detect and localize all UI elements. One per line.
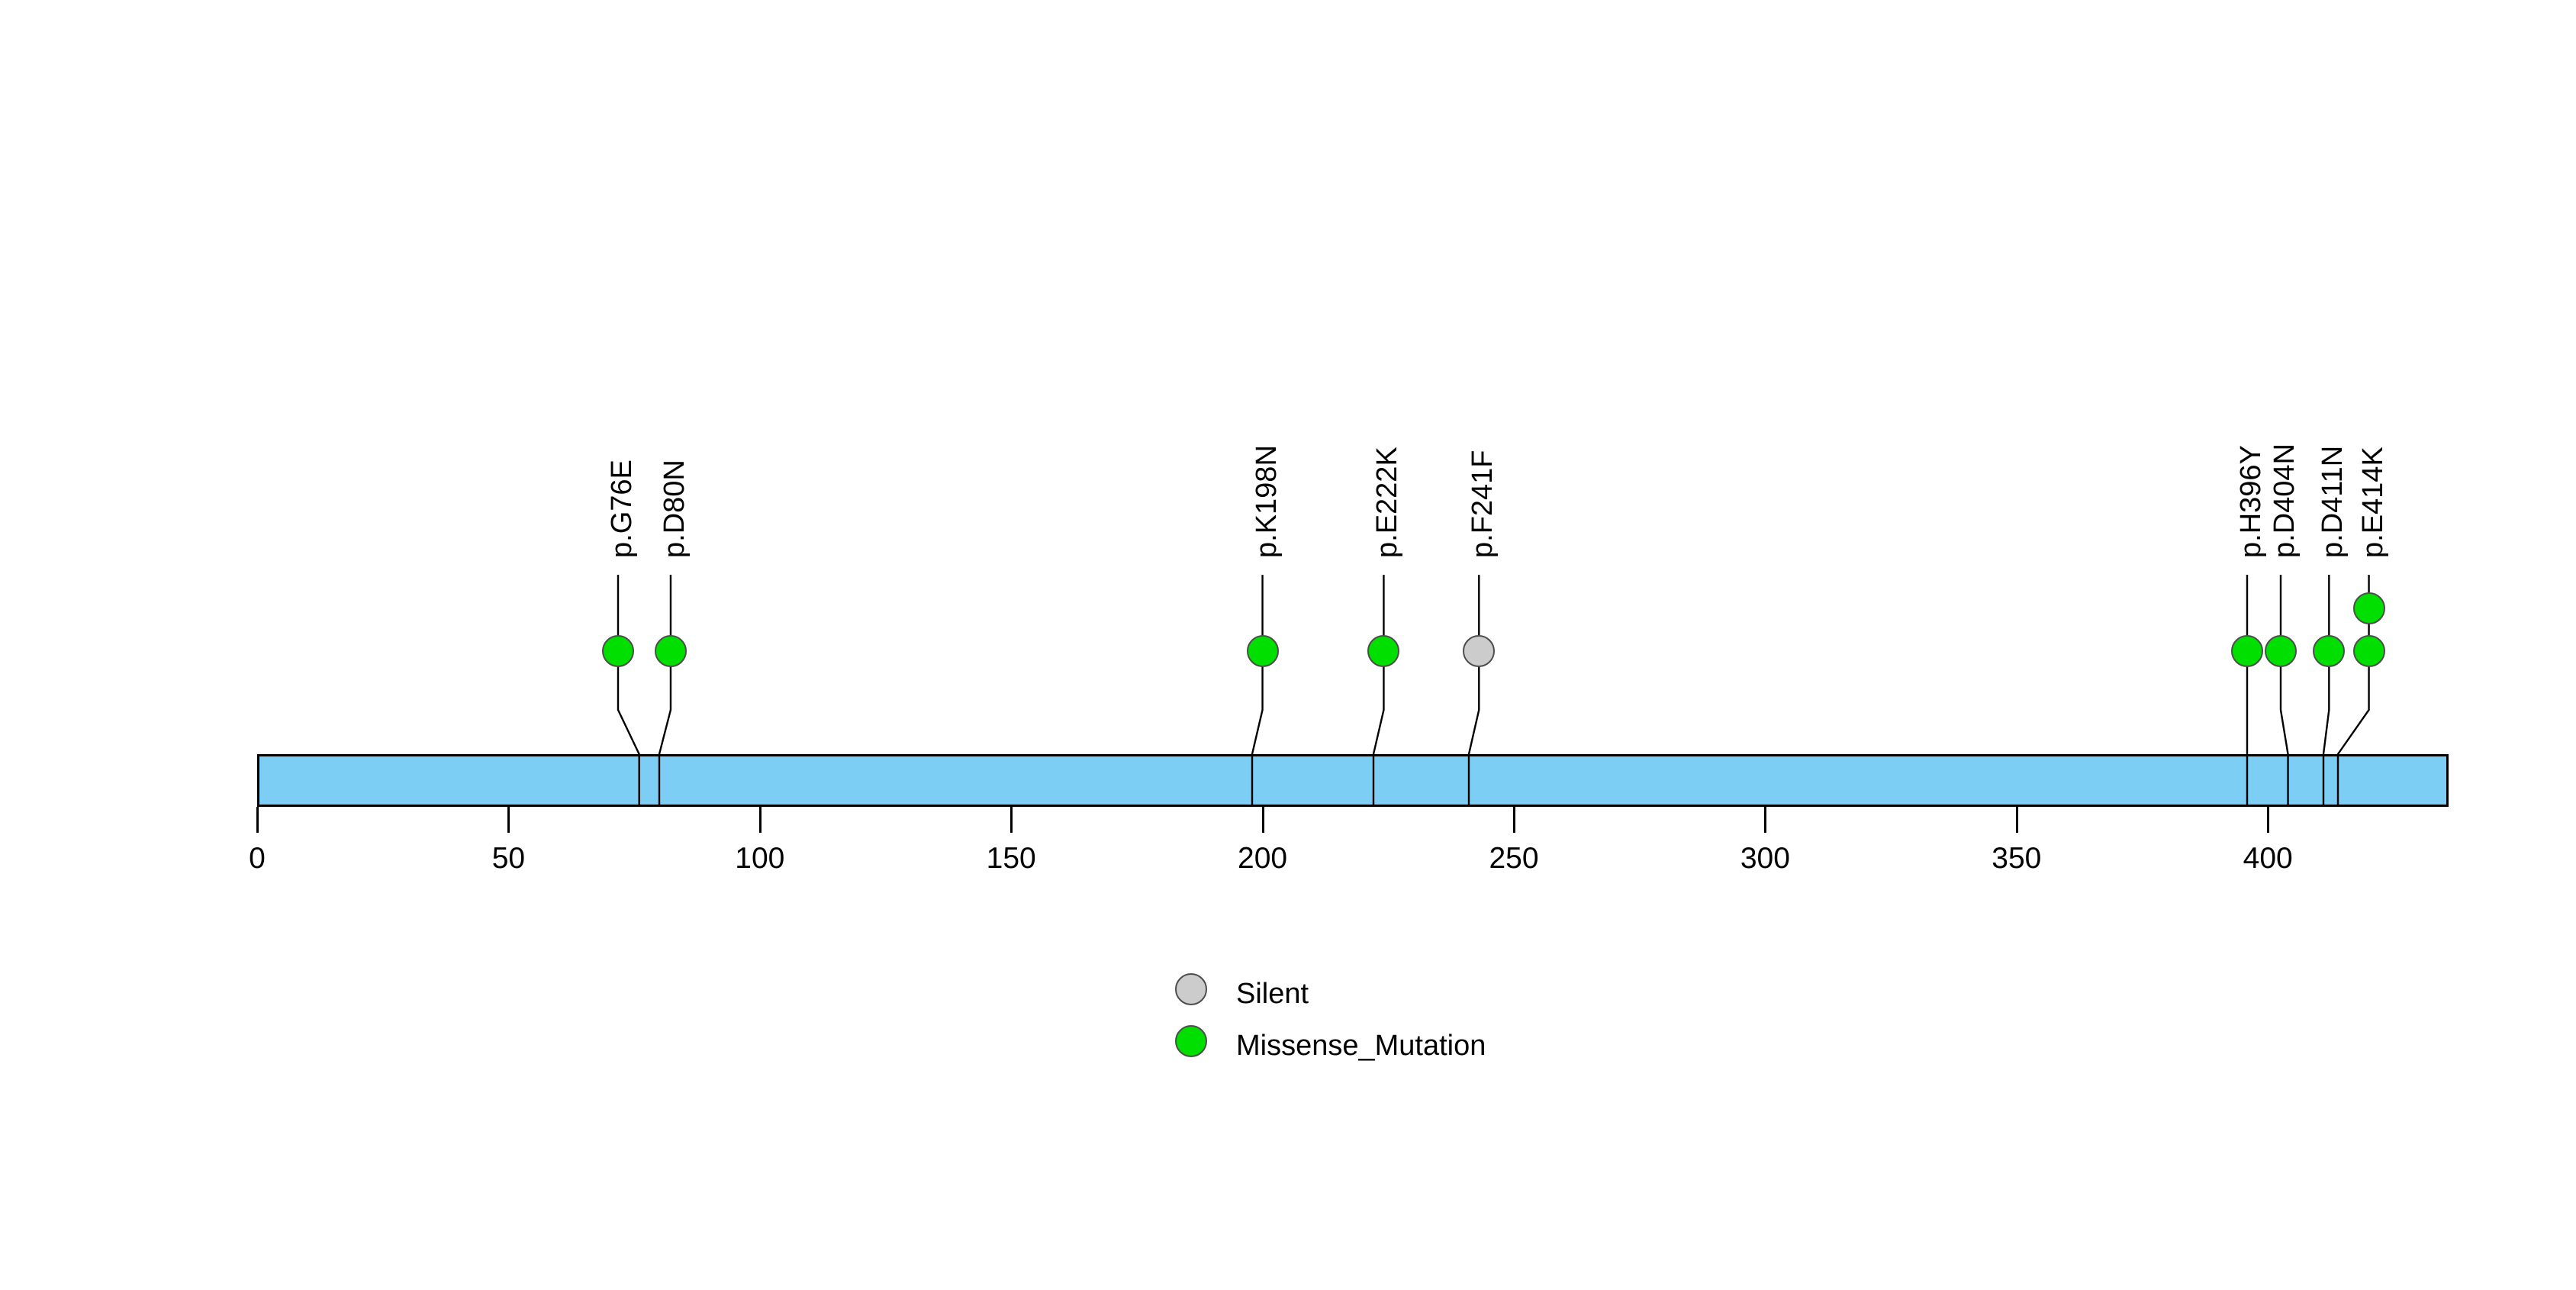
lollipop-dot[interactable] (2353, 635, 2385, 667)
axis-tick-label: 350 (1992, 842, 2042, 875)
lollipop-dot[interactable] (1367, 635, 1399, 667)
axis-tick-label: 400 (2243, 842, 2293, 875)
lollipop-stem (2243, 575, 2252, 807)
lollipop-dot[interactable] (2313, 635, 2345, 667)
protein-backbone-bar (257, 754, 2449, 807)
axis-tick-label: 50 (491, 842, 526, 875)
axis-tick-label: 100 (735, 842, 785, 875)
lollipop-dot[interactable] (2265, 635, 2297, 667)
axis-tick (1261, 807, 1264, 833)
mutation-label: p.H396Y (2235, 445, 2267, 558)
axis-tick-label: 150 (986, 842, 1036, 875)
mutation-label: p.E414K (2357, 447, 2389, 558)
axis-tick (1764, 807, 1767, 833)
axis-tick-label: 0 (249, 842, 266, 875)
mutation-label: p.F241F (1467, 450, 1499, 558)
axis-tick (1010, 807, 1013, 833)
lollipop-stem (655, 575, 675, 807)
axis-tick-label: 200 (1238, 842, 1288, 875)
axis-tick (1513, 807, 1515, 833)
axis-tick (507, 807, 510, 833)
lollipop-dot[interactable] (1247, 635, 1279, 667)
lollipop-stem (1464, 575, 1483, 807)
axis-tick-label: 250 (1489, 842, 1539, 875)
axis-tick (2267, 807, 2270, 833)
lollipop-stem (613, 575, 644, 807)
mutation-label: p.D411N (2317, 445, 2349, 558)
lollipop-stem (2276, 575, 2293, 807)
legend-label: Missense_Mutation (1236, 1030, 1486, 1062)
axis-tick (2015, 807, 2018, 833)
legend-swatch[interactable] (1175, 1025, 1207, 1057)
mutation-label: p.G76E (606, 460, 638, 558)
legend-label: Silent (1236, 978, 1309, 1010)
lollipop-stem (1369, 575, 1388, 807)
lollipop-dot[interactable] (602, 635, 634, 667)
lollipop-dot[interactable] (2353, 592, 2385, 624)
axis-tick-label: 300 (1740, 842, 1790, 875)
axis-tick (256, 807, 259, 833)
mutation-label: p.E222K (1371, 447, 1403, 558)
axis-tick (758, 807, 762, 833)
lollipop-dot[interactable] (2231, 635, 2263, 667)
mutation-label: p.D404N (2268, 443, 2301, 558)
mutation-label: p.D80N (658, 460, 691, 558)
lollipop-stem (1248, 575, 1267, 807)
lollipop-stem (2319, 575, 2333, 807)
mutation-label: p.K198N (1251, 445, 1283, 558)
legend-swatch[interactable] (1175, 973, 1207, 1005)
lollipop-dot[interactable] (1463, 635, 1495, 667)
lollipop-dot[interactable] (655, 635, 687, 667)
